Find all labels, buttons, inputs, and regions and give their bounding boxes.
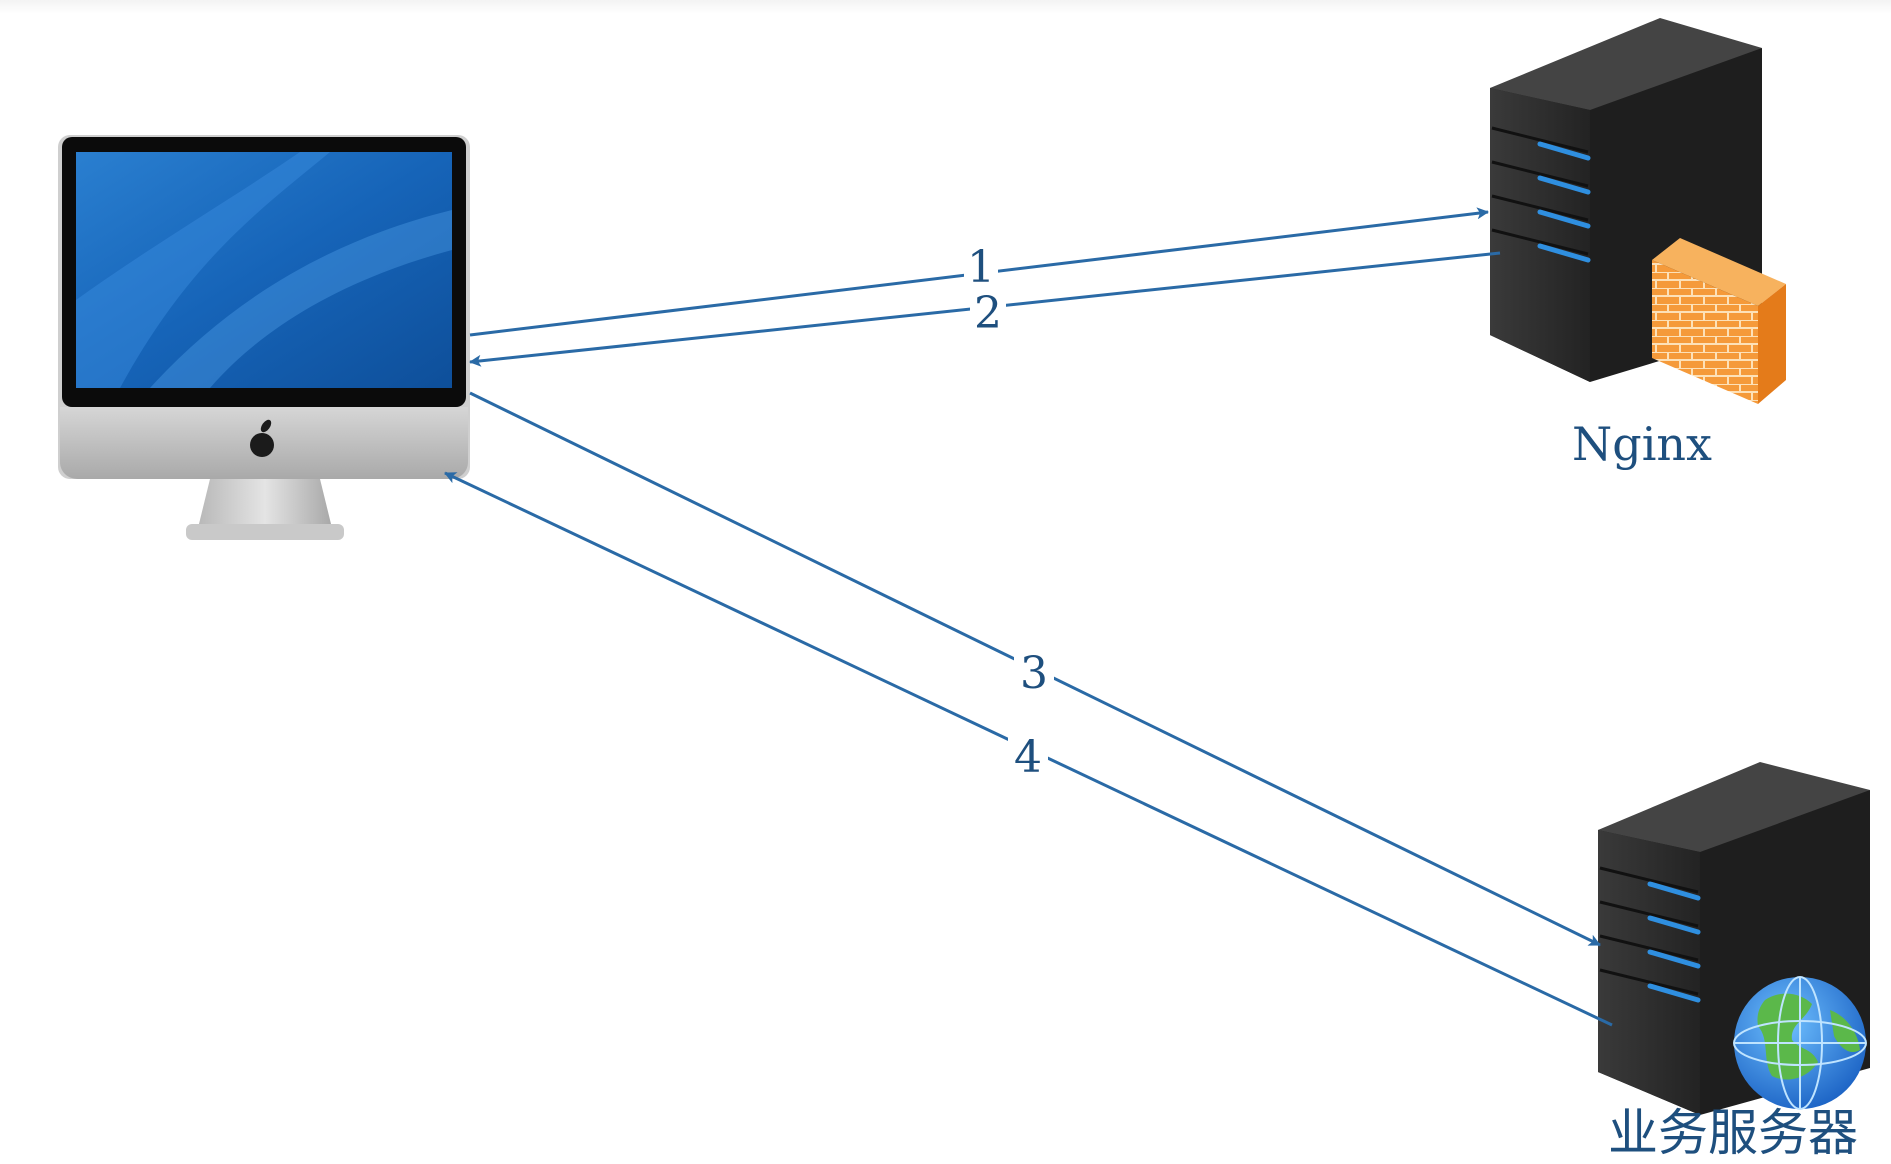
business-server-label: 业务服务器 — [1608, 1104, 1858, 1162]
globe-icon — [1733, 976, 1867, 1110]
business-server-icon — [1598, 762, 1870, 1115]
edge-4-label-bg — [1008, 732, 1048, 780]
edge-2-label-bg — [970, 288, 1006, 332]
edge-2-label: 2 — [974, 288, 1002, 339]
desktop-computer-icon — [58, 135, 470, 540]
edge-3-label: 3 — [1020, 648, 1048, 699]
edge-3-label-bg — [1014, 648, 1054, 696]
apple-logo-icon — [250, 419, 274, 457]
edge-1-label: 1 — [967, 242, 995, 293]
server-drive-bays — [1491, 126, 1591, 263]
firewall-icon — [1652, 238, 1786, 404]
edge-4-label: 4 — [1014, 732, 1042, 783]
server-drive-bays — [1599, 866, 1701, 1003]
edge-1-label-bg — [964, 251, 998, 285]
nginx-label: Nginx — [1572, 417, 1712, 471]
